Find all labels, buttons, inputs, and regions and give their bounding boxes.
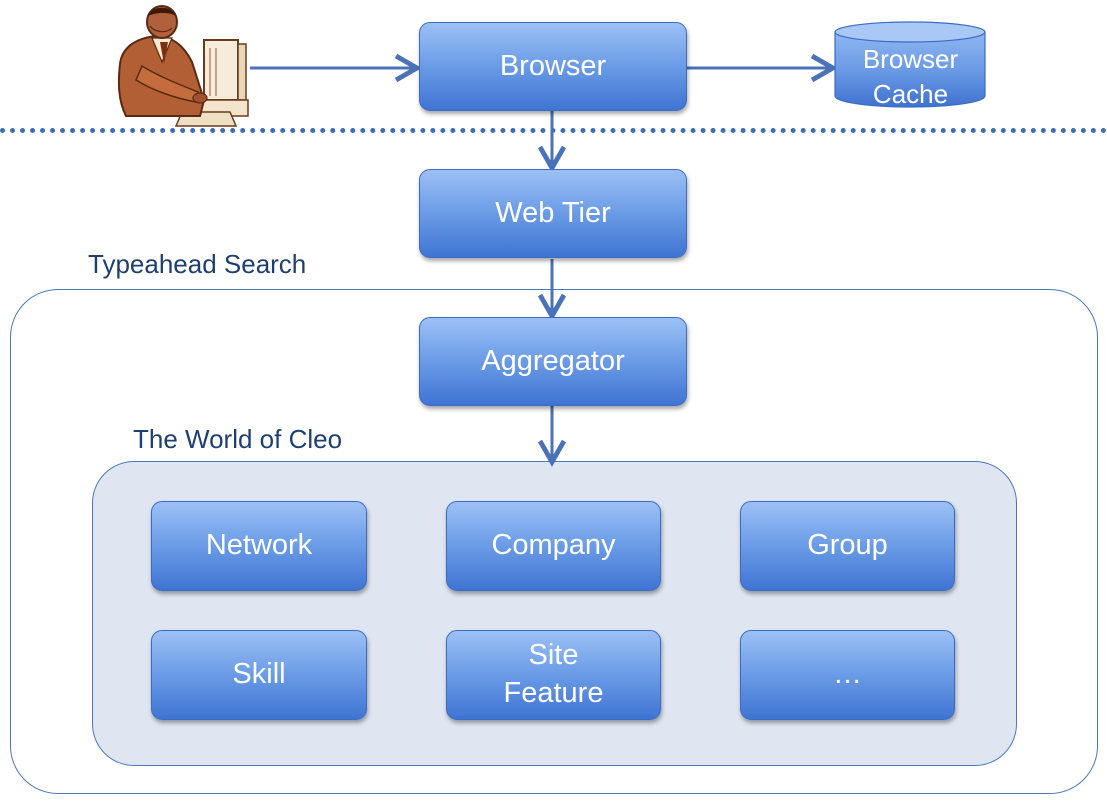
database-cylinder-icon: [834, 21, 986, 108]
cleo-node-label: …: [833, 658, 862, 691]
cleo-node-skill: Skill: [151, 630, 367, 720]
world-of-cleo-title: The World of Cleo: [133, 424, 343, 454]
browser-cache-node: Browser Cache: [833, 20, 988, 110]
cleo-node-more: …: [740, 630, 955, 720]
cleo-node-label: Group: [807, 529, 888, 562]
cleo-node-label: Network: [205, 529, 313, 562]
user-at-computer-icon: [117, 5, 249, 127]
browser-label: Browser: [499, 49, 607, 82]
aggregator-label: Aggregator: [481, 344, 625, 377]
cleo-node-label: Skill: [232, 658, 286, 691]
cleo-node-group: Group: [740, 501, 955, 591]
aggregator-node: Aggregator: [419, 317, 687, 406]
browser-cache-label-line1: Browser: [862, 44, 959, 74]
web-tier-node: Web Tier: [419, 169, 687, 258]
browser-cache-label-line2: Cache: [872, 79, 949, 109]
cleo-node-company: Company: [446, 501, 661, 591]
web-tier-label: Web Tier: [495, 196, 611, 229]
cleo-node-label: Company: [491, 529, 616, 562]
cleo-node-label: Feature: [503, 677, 604, 709]
browser-node: Browser: [419, 22, 687, 111]
typeahead-search-title: Typeahead Search: [88, 249, 307, 279]
cleo-node-label: Site: [528, 639, 579, 672]
cleo-node-network: Network: [151, 501, 367, 591]
